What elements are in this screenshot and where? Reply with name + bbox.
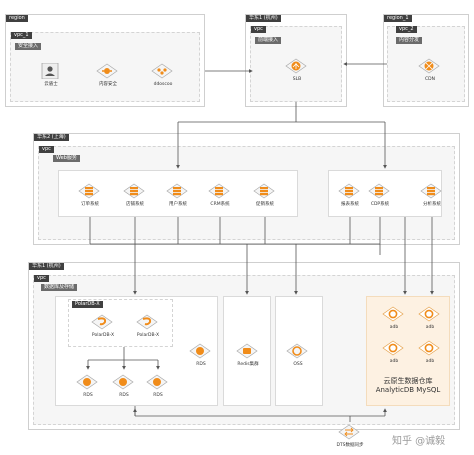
vpc-tag: vpc <box>39 146 54 153</box>
content-security-icon <box>96 63 118 79</box>
watermark: 知乎 @诚毅 <box>392 436 446 447</box>
vpc-tag: vpc_2 <box>396 26 417 33</box>
node-label: 内容安全 <box>99 82 117 87</box>
node-label: 分析系统 <box>423 202 441 207</box>
server-icon <box>368 183 390 199</box>
node-label: 用户系统 <box>169 202 187 207</box>
region-tag: 华东1 (杭州) <box>246 15 281 22</box>
server-icon <box>253 183 275 199</box>
node-label: PolarDB-X <box>136 333 160 338</box>
server-icon <box>420 183 442 199</box>
region-tag: 华东1 (杭州) <box>29 263 64 270</box>
region-tag: 华东2 (上海) <box>34 134 69 141</box>
vpc-tag: vpc <box>34 275 49 282</box>
load-balancer-icon <box>285 58 307 74</box>
subnet-tag: 前端接入 <box>255 37 282 44</box>
node-label: RDS <box>153 393 163 398</box>
node-label: OSS <box>293 362 303 367</box>
subnet-tag: Web服务 <box>53 155 80 162</box>
node-label: 订单系统 <box>81 202 99 207</box>
adb-title-en: AnalyticDB MySQL <box>375 386 441 394</box>
node-label: RDS <box>83 393 93 398</box>
node-label: ddoscoo <box>153 82 173 87</box>
subnet-tag: 数据库及存储 <box>41 284 78 291</box>
vpc-tag: vpc <box>251 26 266 33</box>
node-label: Redis集群 <box>237 362 259 367</box>
database-icon <box>76 374 98 390</box>
node-label: RDS <box>119 393 129 398</box>
server-icon <box>338 183 360 199</box>
node-label: 店铺系统 <box>126 202 144 207</box>
user-icon <box>41 63 59 79</box>
vpc-cdn: vpc_2 内容分发 <box>387 26 465 102</box>
node-label: 云盾士 <box>44 82 58 87</box>
analyticdb-icon <box>418 306 440 322</box>
node-label: adb <box>389 325 399 330</box>
adb-title-cn: 云原生数据仓库 <box>383 377 433 385</box>
node-label: adb <box>425 325 435 330</box>
redis-icon <box>236 343 258 359</box>
analyticdb-icon <box>382 306 404 322</box>
node-label: CRM系统 <box>210 202 230 207</box>
ddos-icon <box>151 63 173 79</box>
cdn-icon <box>418 58 440 74</box>
database-icon <box>112 374 134 390</box>
polardb-icon <box>136 314 158 330</box>
node-label: 促销系统 <box>256 202 274 207</box>
node-label: SLB <box>292 77 302 82</box>
polardb-tag: PolarDB-X <box>72 301 103 308</box>
subnet-tag: 内容分发 <box>396 37 423 44</box>
subnet-tag: 安全接入 <box>15 43 42 50</box>
region-tag: region_1 <box>384 15 412 22</box>
node-label: CDP系统 <box>370 202 390 207</box>
region-tag: region <box>6 15 28 22</box>
node-label: 报表系统 <box>341 202 359 207</box>
node-label: CDN <box>425 77 435 82</box>
node-label: DTS数据同步 <box>336 443 364 448</box>
database-icon <box>146 374 168 390</box>
node-label: RDS <box>196 362 206 367</box>
polardb-icon <box>91 314 113 330</box>
analyticdb-icon <box>382 340 404 356</box>
vpc-tag: vpc_1 <box>11 32 32 39</box>
server-icon <box>123 183 145 199</box>
node-label: adb <box>389 359 399 364</box>
node-label: adb <box>425 359 435 364</box>
storage-icon <box>286 343 308 359</box>
database-icon <box>189 343 211 359</box>
analyticdb-icon <box>418 340 440 356</box>
node-label: PolarDB-X <box>91 333 115 338</box>
server-icon <box>166 183 188 199</box>
vpc-frontend: vpc 前端接入 <box>250 26 342 102</box>
server-icon <box>208 183 230 199</box>
server-icon <box>78 183 100 199</box>
data-sync-icon <box>338 424 360 440</box>
